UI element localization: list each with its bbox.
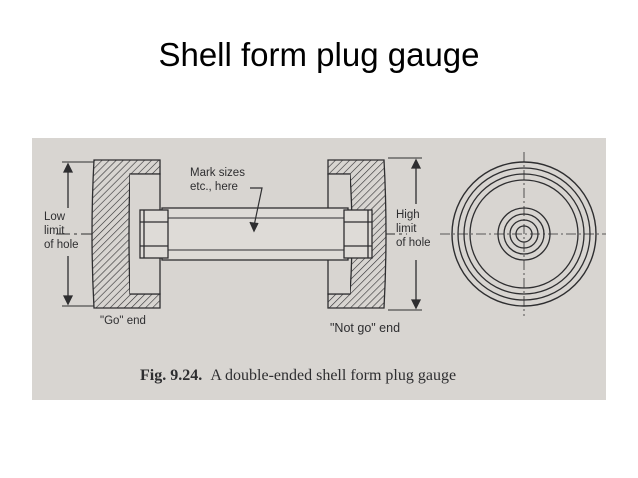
go-end-nut	[139, 209, 169, 259]
mark-sizes-label-line1: Mark sizes	[190, 167, 245, 179]
low-limit-dimension	[62, 161, 94, 307]
gauge-figure: Mark sizes etc., here Low limit of hole …	[32, 138, 606, 400]
high-limit-dimension	[388, 157, 422, 311]
not-go-end-nut	[343, 209, 373, 259]
figure-caption-text: A double-ended shell form plug gauge	[210, 367, 456, 384]
low-limit-label-line2: limit	[44, 225, 65, 237]
figure-caption-number: Fig. 9.24.	[140, 367, 202, 384]
slide-title: Shell form plug gauge	[158, 36, 480, 73]
low-limit-label-line1: Low	[44, 211, 66, 223]
figure-caption: Fig. 9.24. A double-ended shell form plu…	[140, 367, 456, 384]
gauge-end-view	[440, 152, 606, 316]
high-limit-label-line3: of hole	[396, 237, 431, 249]
gauge-handle	[161, 207, 349, 261]
go-end-label: "Go" end	[100, 315, 146, 327]
mark-sizes-arrow	[249, 187, 263, 233]
not-go-end-label: "Not go" end	[330, 321, 400, 335]
high-limit-label-line2: limit	[396, 223, 417, 235]
mark-sizes-label-line2: etc., here	[190, 181, 238, 193]
high-limit-label-line1: High	[396, 209, 420, 221]
low-limit-label-line3: of hole	[44, 239, 79, 251]
